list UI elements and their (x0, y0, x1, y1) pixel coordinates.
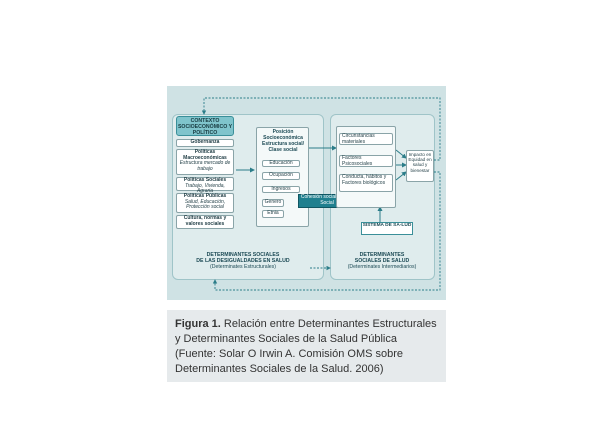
context-item-title: Políticas Sociales (183, 177, 227, 183)
position-item-occupation: Ocupación (262, 172, 300, 180)
context-item-title: Políticas Macroeconómicas (183, 149, 227, 161)
position-title: Posición Socioeconómica Estructura socia… (262, 129, 304, 153)
context-item-public: Políticas Públicas Salud, Educación, Pro… (176, 193, 234, 213)
context-header: CONTEXTO SOCIOECONÓMICO Y POLÍTICO (176, 116, 234, 136)
context-item-governance: Gobernanza (176, 139, 234, 147)
health-system-box: SISTEMA DE SA-LUD (361, 222, 413, 235)
context-item-sub: Trabajo, Vivienda, Agraria (185, 182, 225, 195)
position-item-gender: Genero (262, 199, 284, 207)
impact-box: Impacto en Equidad en salud y bienestar (406, 150, 434, 182)
structural-label-line1: DETERMINANTES SOCIALES (206, 252, 280, 258)
structural-label: DETERMINANTES SOCIALES DE LAS DESIGUALDA… (176, 252, 310, 270)
position-item-income: Ingresos (262, 186, 300, 193)
structural-label-line2: DE LAS DESIGUALDADES EN SALUD (196, 258, 290, 264)
context-item-macro: Políticas Macroeconómicas Estructura mer… (176, 149, 234, 175)
context-item-title: Gobernanza (190, 139, 220, 145)
intermediate-label-line1: DETERMINANTES (359, 252, 405, 258)
context-item-title: Cultura, normas y valores sociales (183, 215, 227, 227)
context-item-title: Políticas Públicas (183, 193, 227, 199)
intermediate-label-line2: SOCIALES DE SALUD (354, 258, 410, 264)
intermediate-label-line3: (Determinates Intermediarios) (347, 264, 417, 270)
intermediate-item-psychosocial: Factores Psicosociales (339, 155, 393, 167)
intermediate-item-behavior: Conducta, hábitos y Factores biológicos (339, 174, 393, 192)
caption-text: Relación entre Determinantes Estructural… (175, 318, 437, 375)
context-item-sub: Estructura mercado de trabajo (179, 160, 231, 172)
position-item-education: Educación (262, 160, 300, 167)
position-item-ethnicity: Etnia (262, 210, 284, 218)
intermediate-label: DETERMINANTES SOCIALES DE SALUD (Determi… (332, 252, 432, 270)
intermediate-item-material: Circunstancias materiales (339, 133, 393, 145)
context-item-social: Políticas Sociales Trabajo, Vivienda, Ag… (176, 177, 234, 194)
context-item-sub: Salud, Educación, Protección social (184, 198, 226, 211)
context-item-culture: Cultura, normas y valores sociales (176, 215, 234, 229)
figure-caption: Figura 1. Relación entre Determinantes E… (167, 310, 446, 382)
structural-label-line3: (Determinates Estructurales) (209, 264, 277, 270)
caption-label: Figura 1. (175, 318, 221, 330)
